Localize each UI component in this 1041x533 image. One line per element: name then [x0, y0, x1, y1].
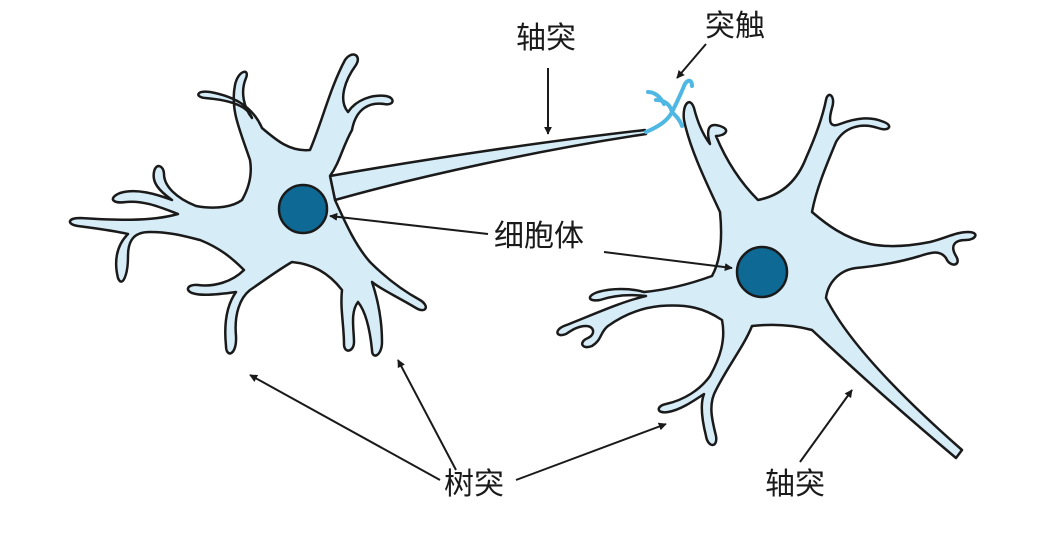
left-neuron-nucleus: [277, 183, 329, 235]
synapse-terminal: [644, 78, 694, 134]
label-axon-top: 轴突: [516, 21, 576, 56]
left-neuron: [68, 53, 648, 357]
right-neuron-nucleus: [735, 245, 789, 299]
left-neuron-axon: [328, 128, 648, 202]
arrow-dendrite-3: [515, 422, 667, 481]
arrows: [249, 43, 853, 481]
label-dendrite: 树突: [444, 467, 504, 502]
arrow-synapse: [676, 43, 707, 79]
arrow-cellbody-left: [329, 212, 489, 235]
arrow-dendrite-2: [397, 359, 457, 471]
synapse-branches: [644, 78, 694, 134]
label-synapse: 突触: [705, 9, 765, 44]
arrow-axon-bottom: [799, 389, 853, 463]
right-neuron: [556, 93, 977, 460]
left-neuron-soma: [68, 53, 428, 357]
arrow-dendrite-1: [249, 374, 441, 481]
label-cell-body: 细胞体: [494, 219, 584, 254]
arrow-cellbody-right: [603, 251, 733, 272]
label-axon-bottom: 轴突: [765, 467, 825, 502]
